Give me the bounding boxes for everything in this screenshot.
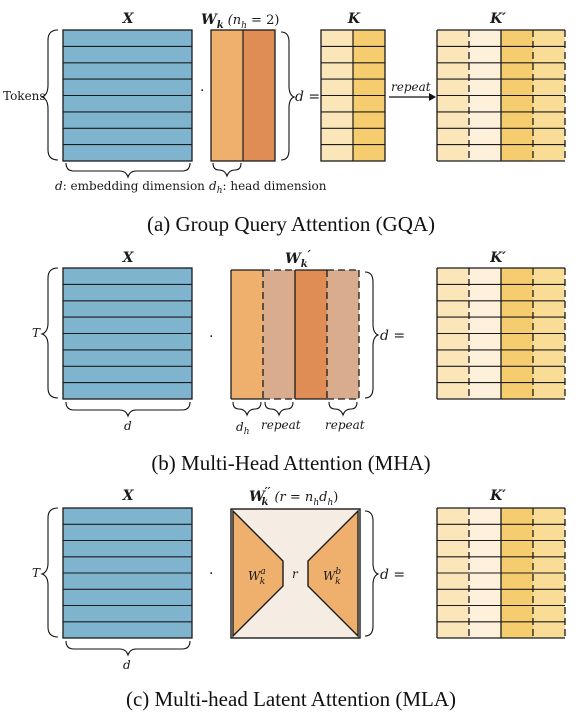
k-prime-title-c: K′ [489,488,506,504]
x-matrix-title-b: X [122,250,135,266]
d-equals-b: d = [380,328,405,344]
d-under-label-c: d [123,658,131,672]
embedding-brace [65,162,191,179]
down-projection-wa [232,509,284,638]
repeat-label-b2: repeat [325,418,365,432]
embedding-dimension-label: d: embedding dimension [55,179,205,193]
repeat-brace-2 [328,401,358,417]
d-equals-c: d = [380,567,405,583]
up-projection-wb [307,509,359,638]
dot-operator-c: · [209,566,213,582]
tokens-brace [40,29,59,161]
caption-gqa: (a) Group Query Attention (GQA) [147,212,435,236]
k-prime-title-b: K′ [489,250,506,266]
x-matrix [62,29,193,162]
d-equals: d = [295,89,320,105]
repeat-label-b1: repeat [261,418,301,432]
x-matrix-b [62,267,193,400]
r-label: r [292,567,299,581]
caption-mla: (c) Multi-head Latent Attention (MLA) [126,687,456,711]
d-brace-right-c [364,510,380,637]
k-prime-matrix-title: K′ [489,11,506,27]
wk-matrix [210,29,276,162]
tokens-label: Tokens [3,89,46,103]
t-label-b: T [32,326,41,340]
t-label-c: T [32,566,41,580]
head-dim-brace [212,162,242,178]
wk-prime-title: Wk′ [285,248,312,270]
wk-double-prime-title: W′′k(r = nhdh) [249,485,338,508]
k-matrix [320,29,386,162]
t-brace-b [40,267,59,399]
t-brace-c [40,507,59,638]
panel-mha: X Wk′ K′ T d · [32,248,566,475]
head-dimension-label: dh: head dimension [209,179,327,196]
repeat-arrowhead [429,93,436,101]
k-matrix-title: K [347,11,361,27]
repeat-label: repeat [391,80,431,94]
x-matrix-c [62,507,193,639]
x-matrix-title: X [122,11,135,27]
d-brace-c [65,640,191,657]
k-prime-matrix-b [436,267,566,400]
wk-matrix-title: Wk(nh = 2) [201,12,279,31]
caption-mha: (b) Multi-Head Attention (MHA) [151,451,430,475]
repeat-brace-1 [264,401,294,417]
k-prime-matrix-a [436,29,566,162]
wk-prime-matrix [230,269,360,400]
d-brace [280,31,296,161]
x-matrix-title-c: X [122,488,135,504]
d-under-label-b: d [124,419,132,433]
dh-label-b: dh [236,420,249,437]
panel-gqa: X Wk(nh = 2) K K′ Tokens d: embedding di… [3,11,566,236]
k-prime-matrix-c [436,507,566,639]
dh-brace-b [232,401,262,417]
d-brace-right-b [364,271,380,399]
dot-operator: · [200,83,204,99]
dot-operator-b: · [209,329,213,345]
d-brace-b [65,401,191,418]
